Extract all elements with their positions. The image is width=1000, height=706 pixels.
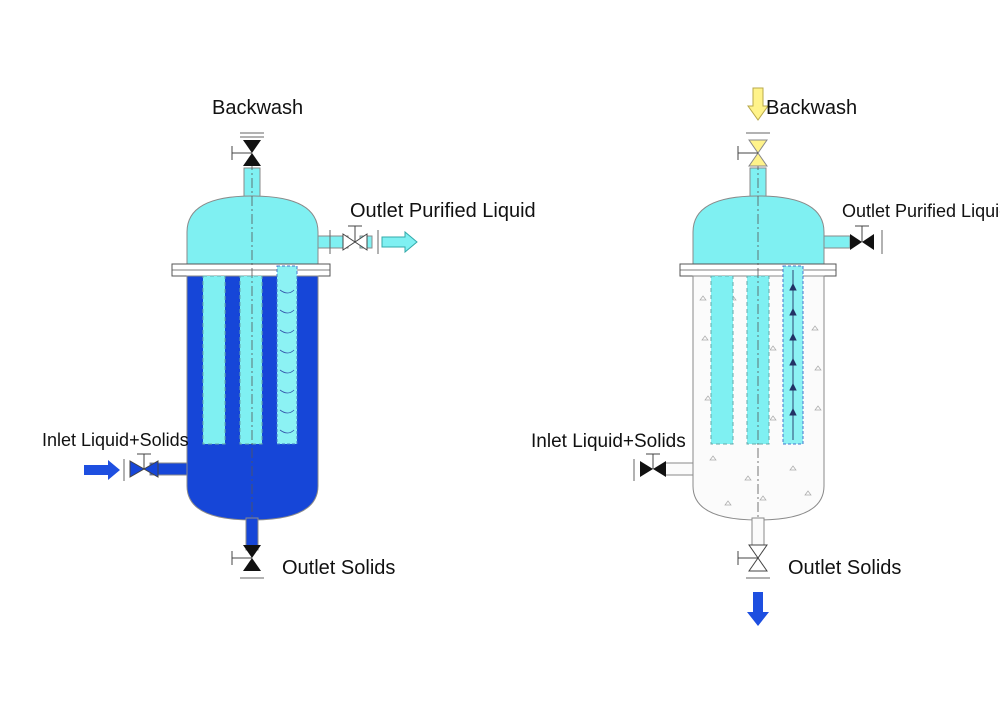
right-candle-1 bbox=[710, 275, 734, 445]
right-backwash-arrow bbox=[747, 87, 769, 121]
left-outlet-purified-arrow bbox=[381, 230, 418, 254]
right-outlet-solids-valve bbox=[737, 544, 770, 579]
left-backwash-label: Backwash bbox=[212, 97, 303, 119]
left-outlet-solids-label: Outlet Solids bbox=[282, 557, 395, 579]
right-outlet-solids-pipe bbox=[751, 517, 765, 549]
right-backwash-valve bbox=[737, 132, 770, 167]
left-inlet-arrow bbox=[84, 460, 120, 480]
right-tank-dome bbox=[692, 195, 825, 265]
left-tank-dome bbox=[186, 195, 319, 265]
left-outlet-solids-valve bbox=[231, 545, 264, 579]
right-backwash-label: Backwash bbox=[766, 97, 857, 119]
right-candle-3-flow bbox=[789, 270, 797, 440]
right-inlet-label: Inlet Liquid+Solids bbox=[531, 431, 686, 452]
right-inlet-valve bbox=[633, 453, 666, 481]
left-filter: Backwash Outlet Purified Liquid Inlet Li… bbox=[42, 97, 536, 579]
left-outlet-purified-label: Outlet Purified Liquid bbox=[350, 200, 536, 222]
left-candle-2 bbox=[239, 275, 263, 445]
right-filter: Backwash Outlet Purified Liquid Inlet Li… bbox=[531, 87, 1000, 626]
left-candle-1 bbox=[202, 275, 226, 445]
left-backwash-valve bbox=[231, 132, 264, 166]
left-inlet-valve bbox=[123, 453, 159, 481]
left-candle-3-flow bbox=[279, 289, 295, 434]
right-inlet-pipe bbox=[664, 462, 694, 476]
right-outlet-solids-arrow bbox=[747, 592, 769, 626]
left-inlet-label: Inlet Liquid+Solids bbox=[42, 430, 189, 450]
left-outlet-purified-valve bbox=[329, 225, 379, 254]
right-outlet-purified-label: Outlet Purified Liquid bbox=[842, 201, 1000, 221]
right-solid-particles bbox=[699, 295, 822, 506]
left-candle-3 bbox=[276, 265, 298, 445]
right-outlet-purified-valve bbox=[850, 225, 883, 254]
right-outlet-purified-pipe bbox=[823, 235, 851, 249]
right-outlet-solids-label: Outlet Solids bbox=[788, 557, 901, 579]
